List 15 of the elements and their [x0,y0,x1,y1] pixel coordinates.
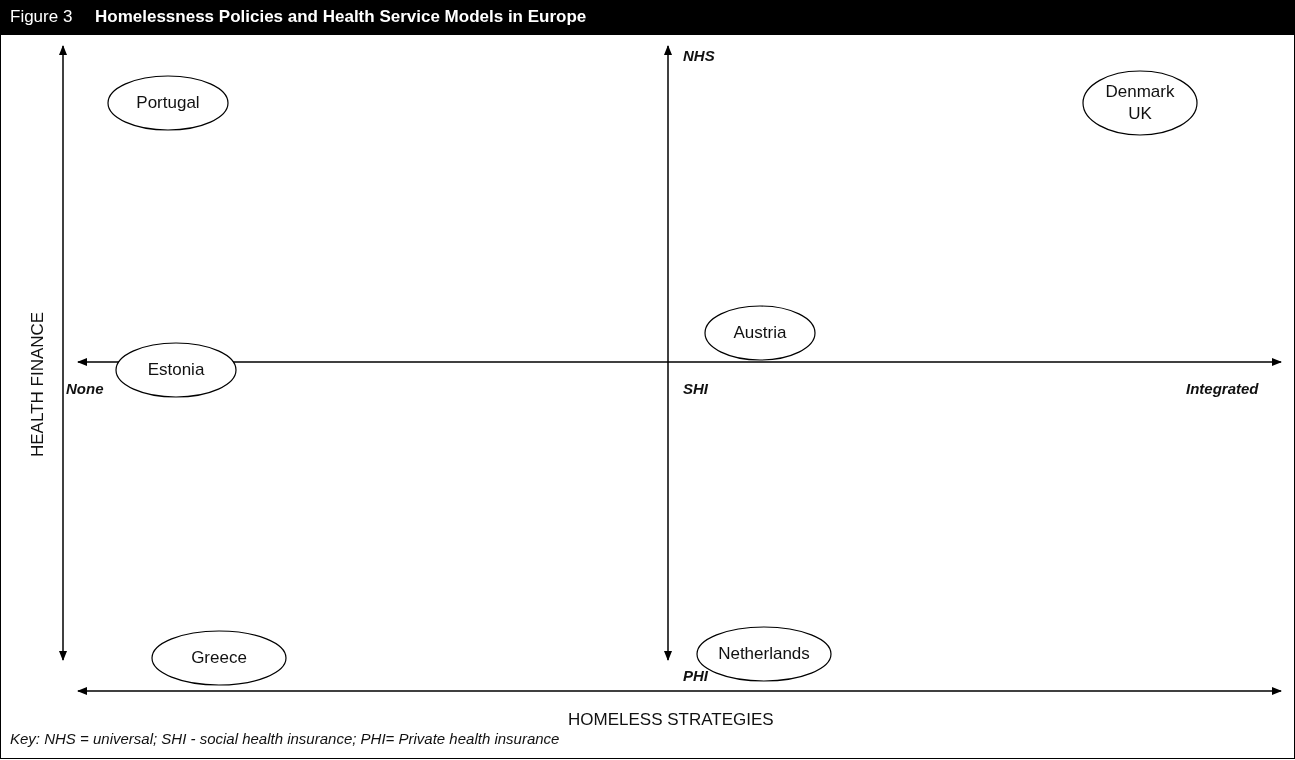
axis-end-label: Integrated [1186,380,1259,397]
axis-title: HEALTH FINANCE [28,311,48,457]
axis-end-label: SHI [683,380,708,397]
country-ellipse: Portugal [107,75,229,131]
axis-end-label: NHS [683,47,715,64]
axis-title: HOMELESS STRATEGIES [568,710,774,730]
figure-number: Figure 3 [10,7,73,27]
country-ellipse: Denmark UK [1082,70,1198,136]
axis-end-label: None [66,380,104,397]
key-note: Key: NHS = universal; SHI - social health insurance; PHI= Private health insurance [10,730,560,747]
axis-end-label: PHI [683,667,708,684]
country-ellipse: Austria [704,305,816,361]
figure-title: Homelessness Policies and Health Service Models in Europe [95,7,587,27]
country-ellipse: Greece [151,630,287,686]
country-ellipse: Estonia [115,342,237,398]
